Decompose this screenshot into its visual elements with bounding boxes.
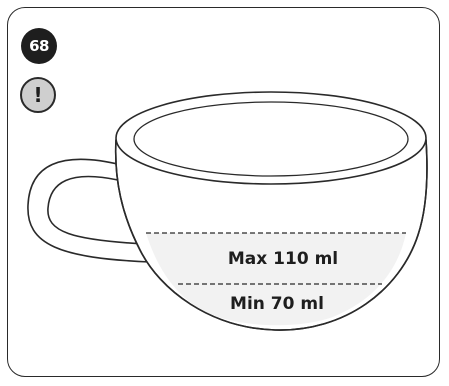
min-volume-label: Min 70 ml xyxy=(230,294,324,314)
max-volume-label: Max 110 ml xyxy=(228,249,338,269)
cup-rim xyxy=(116,92,426,184)
